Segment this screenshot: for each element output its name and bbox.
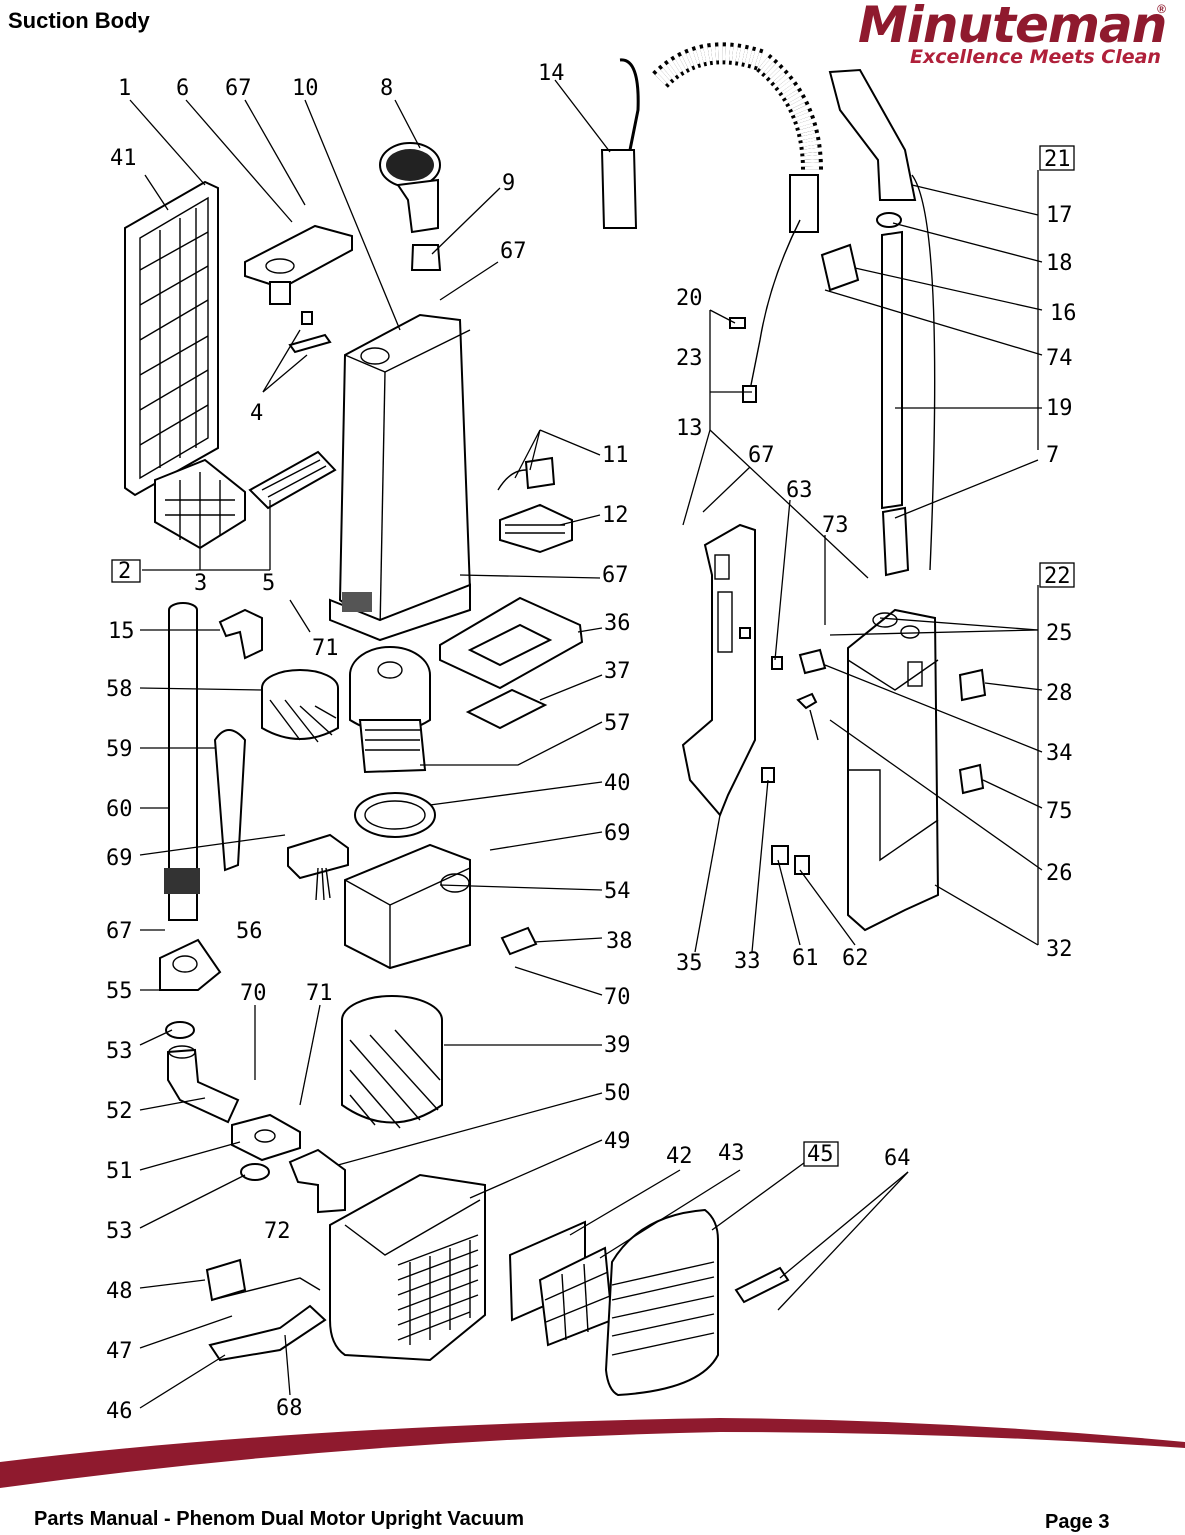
callout-10: 10: [292, 76, 319, 101]
logo-registered-mark: ®: [1157, 2, 1166, 16]
callout-69: 69: [106, 846, 133, 871]
callout-15: 15: [108, 619, 135, 644]
callout-49: 49: [604, 1129, 631, 1154]
callout-37: 37: [604, 659, 631, 684]
callout-labels: 1 6 67 10 8 14 41 9 67 4 2 3 5 21 17 18 …: [106, 61, 1077, 1424]
callout-53: 53: [106, 1039, 133, 1064]
callout-56: 56: [236, 919, 263, 944]
section-title: Suction Body: [8, 8, 150, 33]
callout-26: 26: [1046, 861, 1073, 886]
callout-57: 57: [604, 711, 631, 736]
callout-52: 52: [106, 1099, 133, 1124]
callout-22: 22: [1044, 564, 1071, 589]
callout-9: 9: [502, 171, 515, 196]
callout-18: 18: [1046, 251, 1073, 276]
callout-2: 2: [118, 559, 131, 584]
callout-39: 39: [604, 1033, 631, 1058]
callout-62: 62: [842, 946, 869, 971]
callout-7: 7: [1046, 443, 1059, 468]
callout-48: 48: [106, 1279, 133, 1304]
callout-4: 4: [250, 401, 263, 426]
callout-36: 36: [604, 611, 631, 636]
callout-19: 19: [1046, 396, 1073, 421]
callout-46: 46: [106, 1399, 133, 1424]
callout-73: 73: [822, 513, 849, 538]
callout-71: 71: [312, 636, 339, 661]
callout-17: 17: [1046, 203, 1073, 228]
leader-lines: [129, 79, 1043, 1409]
callout-6: 6: [176, 76, 189, 101]
callout-67: 67: [748, 443, 775, 468]
callout-42: 42: [666, 1144, 693, 1169]
callout-47: 47: [106, 1339, 133, 1364]
callout-40: 40: [604, 771, 631, 796]
box-frames: [111, 145, 1075, 1167]
callout-43: 43: [718, 1141, 745, 1166]
callout-69: 69: [604, 821, 631, 846]
callout-33: 33: [734, 949, 761, 974]
callout-1: 1: [118, 76, 131, 101]
callout-53: 53: [106, 1219, 133, 1244]
callout-67: 67: [106, 919, 133, 944]
callout-67: 67: [602, 563, 629, 588]
callout-20: 20: [676, 286, 703, 311]
callout-61: 61: [792, 946, 819, 971]
callout-28: 28: [1046, 681, 1073, 706]
callout-67: 67: [500, 239, 527, 264]
page-number: Page 3: [1045, 1511, 1110, 1533]
callout-51: 51: [106, 1159, 133, 1184]
callout-13: 13: [676, 416, 703, 441]
logo-wordmark: Minuteman: [858, 0, 1167, 54]
callout-38: 38: [606, 929, 633, 954]
callout-71: 71: [306, 981, 333, 1006]
callout-32: 32: [1046, 937, 1073, 962]
callout-64: 64: [884, 1146, 911, 1171]
callout-41: 41: [110, 146, 137, 171]
callout-60: 60: [106, 797, 133, 822]
callout-23: 23: [676, 346, 703, 371]
callout-50: 50: [604, 1081, 631, 1106]
callout-68: 68: [276, 1396, 303, 1421]
callout-63: 63: [786, 478, 813, 503]
callout-35: 35: [676, 951, 703, 976]
parts-artwork: [124, 42, 987, 1397]
callout-3: 3: [194, 571, 207, 596]
manual-title: Parts Manual - Phenom Dual Motor Upright…: [34, 1508, 525, 1530]
callout-8: 8: [380, 76, 393, 101]
callout-70: 70: [240, 981, 267, 1006]
callout-14: 14: [538, 61, 565, 86]
callout-16: 16: [1050, 301, 1077, 326]
callout-45: 45: [807, 1142, 834, 1167]
callout-72: 72: [264, 1219, 291, 1244]
minuteman-logo: Minuteman ® Excellence Meets Clean: [858, 0, 1168, 68]
callout-67: 67: [225, 76, 252, 101]
logo-tagline: Excellence Meets Clean: [910, 46, 1161, 68]
footer-swoosh: [0, 1418, 1185, 1488]
callout-21: 21: [1044, 147, 1071, 172]
callout-55: 55: [106, 979, 133, 1004]
callout-34: 34: [1046, 741, 1073, 766]
callout-54: 54: [604, 879, 631, 904]
callout-11: 11: [602, 443, 629, 468]
callout-12: 12: [602, 503, 629, 528]
callout-70: 70: [604, 985, 631, 1010]
callout-58: 58: [106, 677, 133, 702]
callout-5: 5: [262, 571, 275, 596]
callout-75: 75: [1046, 799, 1073, 824]
callout-25: 25: [1046, 621, 1073, 646]
callout-59: 59: [106, 737, 133, 762]
callout-74: 74: [1046, 346, 1073, 371]
